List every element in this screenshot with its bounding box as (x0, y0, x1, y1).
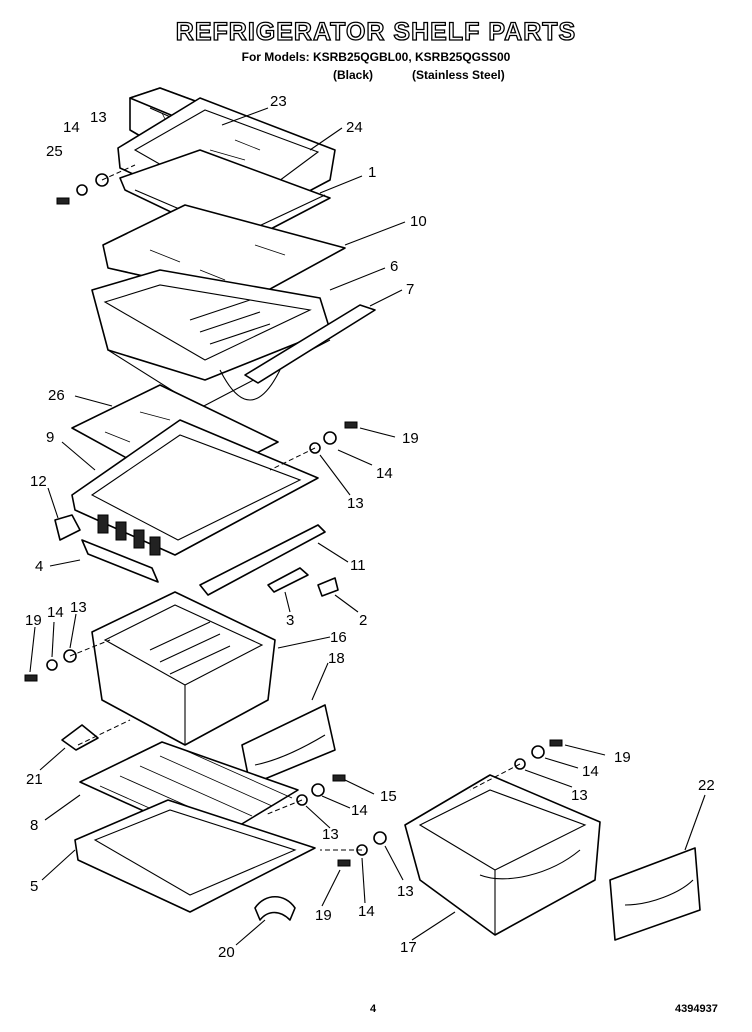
part-3-bracket (267, 567, 309, 593)
callout-14: 14 (351, 802, 368, 819)
page-number: 4 (370, 1003, 377, 1015)
callout-13: 13 (90, 109, 107, 126)
callout-10: 10 (410, 213, 427, 230)
hardware-group-lower-center (296, 774, 387, 867)
page-title: REFRIGERATOR SHELF PARTS (175, 17, 577, 46)
part-20-clip (254, 895, 296, 921)
callout-1: 1 (368, 164, 376, 181)
callout-13: 13 (571, 787, 588, 804)
part-21-bracket (61, 724, 99, 751)
callout-12: 12 (30, 473, 47, 490)
document-number: 4394937 (675, 1003, 718, 1015)
part-4-front-trim (81, 539, 159, 583)
hardware-group-lower-right (514, 739, 563, 770)
callout-13: 13 (70, 599, 87, 616)
callout-19: 19 (402, 430, 419, 447)
leader-lines (29, 107, 706, 946)
callout-16: 16 (330, 629, 347, 646)
callout-13: 13 (347, 495, 364, 512)
callout-21: 21 (26, 771, 43, 788)
callout-24: 24 (346, 119, 363, 136)
part-9-shelf-frame (71, 419, 319, 556)
callout-3: 3 (286, 612, 294, 629)
part-12-bracket (54, 514, 81, 541)
part-5-bottom-frame (74, 799, 316, 913)
callout-17: 17 (400, 939, 417, 956)
callout-8: 8 (30, 817, 38, 834)
callout-9: 9 (46, 429, 54, 446)
callout-20: 20 (218, 944, 235, 961)
callout-6: 6 (390, 258, 398, 275)
callout-22: 22 (698, 777, 715, 794)
callout-2: 2 (359, 612, 367, 629)
variant-stainless-label: (Stainless Steel) (412, 68, 505, 82)
callout-14: 14 (582, 763, 599, 780)
hardware-group-top-left (56, 173, 109, 205)
part-18-drawer-front (241, 704, 336, 786)
callout-23: 23 (270, 93, 287, 110)
callout-19: 19 (25, 612, 42, 629)
part-7-trim-rail (244, 304, 376, 384)
callout-4: 4 (35, 558, 43, 575)
part-16-pan (91, 591, 276, 746)
part-2-clip (317, 577, 339, 597)
callout-18: 18 (328, 650, 345, 667)
callout-14: 14 (63, 119, 80, 136)
part-6-crisper (91, 269, 331, 409)
callout-labels: 23 24 14 13 25 1 10 6 7 26 9 19 14 13 12… (25, 93, 715, 961)
callout-25: 25 (46, 143, 63, 160)
callout-14: 14 (376, 465, 393, 482)
callout-14: 14 (358, 903, 375, 920)
hardware-group-middle-right (309, 421, 358, 454)
callout-15: 15 (380, 788, 397, 805)
part-11-rail (199, 524, 326, 596)
callout-5: 5 (30, 878, 38, 895)
models-line: For Models: KSRB25QGBL00, KSRB25QGSS00 (241, 50, 511, 64)
part-22-drawer-front (609, 847, 701, 941)
callout-13: 13 (397, 883, 414, 900)
variant-black-label: (Black) (333, 68, 374, 82)
hardware-group-middle-left (24, 649, 77, 682)
callout-14: 14 (47, 604, 64, 621)
callout-19: 19 (315, 907, 332, 924)
part-17-pan (404, 774, 601, 936)
callout-26: 26 (48, 387, 65, 404)
callout-11: 11 (350, 557, 366, 574)
callout-7: 7 (406, 281, 414, 298)
callout-19: 19 (614, 749, 631, 766)
callout-13: 13 (322, 826, 339, 843)
